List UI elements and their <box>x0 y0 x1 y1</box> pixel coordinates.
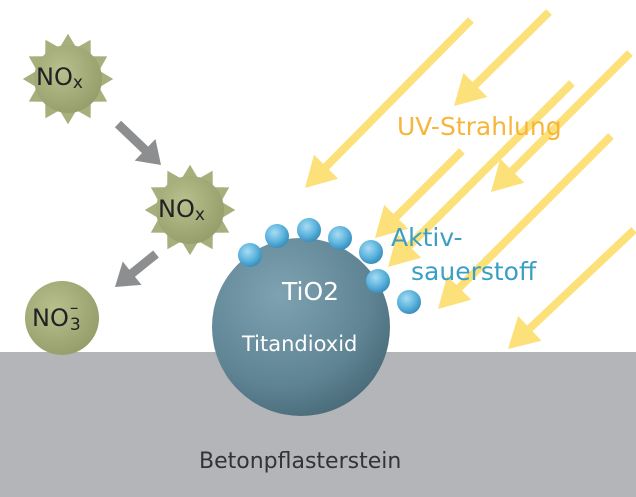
uv-arrow <box>508 227 636 349</box>
active-oxygen-bead <box>265 224 289 248</box>
active-oxygen-bead <box>397 290 421 314</box>
nox-label-middle: NOx <box>158 197 205 224</box>
nox-molecule-middle <box>144 164 236 256</box>
tio2-sphere <box>212 238 390 416</box>
active-oxygen-label-line2: sauerstoff <box>411 257 537 286</box>
active-oxygen-bead <box>359 240 383 264</box>
uv-arrow <box>491 50 633 192</box>
no3-indices: –3 <box>69 300 83 334</box>
active-oxygen-bead <box>366 269 390 293</box>
no3-main: NO <box>32 304 69 332</box>
uv-arrow <box>438 133 614 309</box>
process-arrows <box>114 120 161 287</box>
nox-middle-main: NO <box>158 195 195 223</box>
process-arrow-2 <box>115 250 159 287</box>
uv-arrow <box>305 17 474 188</box>
active-oxygen-bead <box>328 226 352 250</box>
ground-label: Betonpflasterstein <box>199 449 402 474</box>
nox-label-top: NOx <box>36 65 83 92</box>
uv-arrow <box>388 80 575 267</box>
tio2-sub: 2 <box>323 277 340 306</box>
nox-top-sub: x <box>72 73 83 93</box>
active-oxygen-label-line1: Aktiv- <box>391 223 463 252</box>
tio2-main: TiO <box>282 277 324 306</box>
uv-arrow <box>454 9 552 106</box>
process-arrow-1 <box>114 120 161 165</box>
nox-molecule-top <box>22 33 114 125</box>
uv-label: UV-Strahlung <box>397 112 562 141</box>
nox-middle-sub: x <box>194 205 205 225</box>
no3-charge: – <box>69 298 79 318</box>
nox-top-main: NO <box>36 63 73 91</box>
tio2-name: Titandioxid <box>242 332 358 356</box>
no3-sub: 3 <box>69 315 81 335</box>
uv-arrow <box>375 148 465 238</box>
no3-molecule <box>25 281 99 355</box>
active-oxygen-bead <box>238 243 262 267</box>
active-oxygen-beads <box>238 218 421 314</box>
tio2-formula: TiO2 <box>282 279 339 304</box>
no3-label: NO–3 <box>32 300 83 334</box>
active-oxygen-bead <box>297 218 321 242</box>
molecules <box>22 33 236 355</box>
uv-arrows <box>305 9 636 349</box>
